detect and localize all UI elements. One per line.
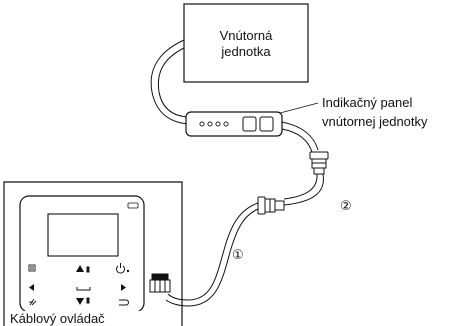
fan-speed-up-icon <box>76 265 90 273</box>
indoor-unit: Vnútorná jednotka <box>183 3 309 83</box>
indoor-unit-cable <box>150 39 189 125</box>
indicator-panel-label-line2: vnútornej jednotky <box>322 114 428 129</box>
controller-wall-box <box>3 181 183 326</box>
indicator-panel: Indikačný panel vnútornej jednotky <box>185 95 428 137</box>
indicator-panel-body <box>185 111 283 137</box>
indicator-panel-leader <box>279 102 319 114</box>
confirm-icon <box>76 287 91 291</box>
indoor-unit-label-line1: Vnútorná <box>220 28 274 43</box>
connector-1 <box>257 196 285 215</box>
link-cable <box>283 173 324 206</box>
power-icon <box>116 263 130 274</box>
indicator-leds <box>199 121 229 127</box>
back-icon <box>119 299 129 306</box>
indoor-unit-box <box>183 3 309 83</box>
indicator-button-1 <box>242 116 257 132</box>
right-arrow-icon <box>121 284 126 291</box>
indoor-unit-label-line2: jednotka <box>220 44 271 59</box>
controller-label: Káblový ovládač <box>10 311 105 326</box>
fan-speed-down-icon <box>76 297 90 305</box>
indicator-button-2 <box>259 116 274 132</box>
menu-icon <box>28 264 36 272</box>
controller-sensor <box>127 202 139 209</box>
cable-marker-2: ② <box>340 198 352 213</box>
indicator-led <box>215 121 221 127</box>
swing-icon <box>29 298 37 306</box>
indicator-panel-label-line1: Indikačný panel <box>322 95 412 110</box>
controller-label-bg <box>6 311 144 326</box>
connector-2 <box>309 151 329 175</box>
panel-cable <box>281 121 319 153</box>
wired-controller: Káblový ovládač <box>3 181 183 326</box>
controller-display <box>47 213 119 257</box>
indicator-led <box>207 121 213 127</box>
indicator-led <box>223 121 229 127</box>
cable-marker-1: ① <box>232 247 244 262</box>
controller-cable <box>165 202 259 307</box>
controller-plug <box>149 273 171 293</box>
left-arrow-icon <box>29 284 34 291</box>
indicator-led <box>199 121 205 127</box>
